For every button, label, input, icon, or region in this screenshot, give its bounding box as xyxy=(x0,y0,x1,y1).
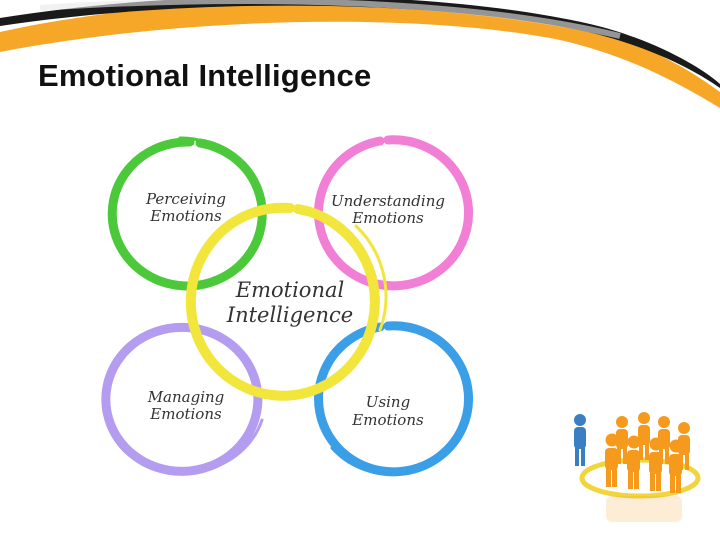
understanding-emotions-label-2: Emotions xyxy=(351,209,424,227)
managing-emotions-circle xyxy=(101,322,264,476)
managing-emotions-label-2: Emotions xyxy=(149,405,222,423)
perceiving-emotions-label-2: Emotions xyxy=(149,207,222,225)
using-emotions-label-2: Emotions xyxy=(351,411,424,429)
center-label-2: Intelligence xyxy=(226,303,353,327)
understanding-emotions-label-1: Understanding xyxy=(331,192,445,210)
perceiving-emotions-circle xyxy=(107,136,267,291)
slide-title: Emotional Intelligence xyxy=(38,58,372,93)
using-emotions-label-1: Using xyxy=(366,393,410,411)
center-label-1: Emotional xyxy=(235,278,344,302)
perceiving-emotions-label-1: Perceiving xyxy=(145,190,226,208)
understanding-emotions-circle xyxy=(314,135,474,291)
managing-emotions-label-1: Managing xyxy=(147,388,225,406)
people-group-icon xyxy=(574,412,701,522)
using-emotions-circle xyxy=(314,321,474,477)
emotional-intelligence-center-circle xyxy=(185,202,388,401)
